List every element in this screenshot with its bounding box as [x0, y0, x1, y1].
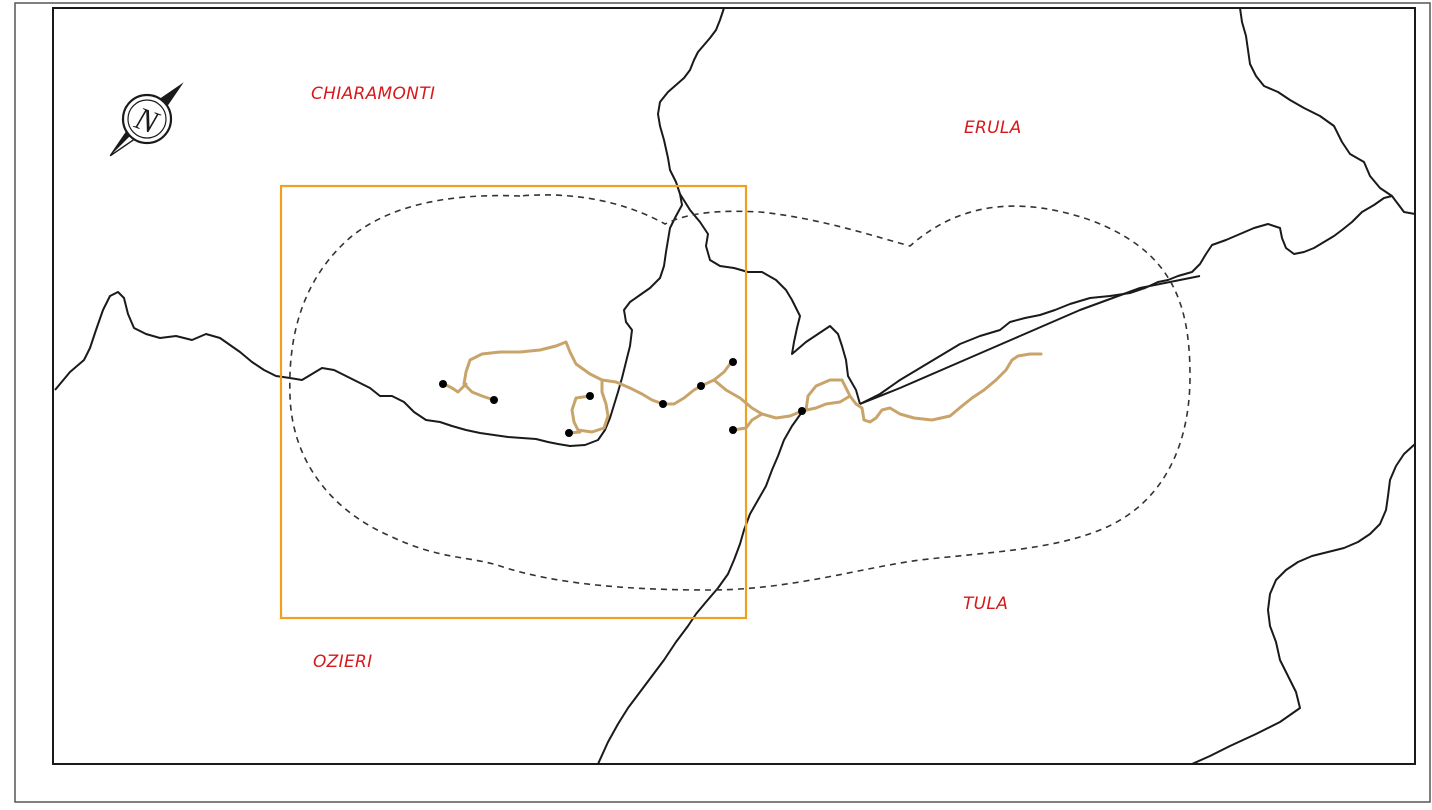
- turbine-point: [586, 392, 594, 400]
- route-east-spur: [731, 412, 764, 432]
- route-far-east: [848, 352, 1043, 424]
- map-frame: [52, 7, 1416, 765]
- turbine-point: [729, 358, 737, 366]
- route-west-branch: [462, 340, 604, 402]
- municipal-boundaries: [54, 7, 1416, 765]
- boundary-southeast: [1191, 443, 1416, 765]
- label-ozieri: OZIERI: [313, 652, 373, 672]
- turbine-point: [659, 400, 667, 408]
- north-arrow-icon: [109, 82, 184, 157]
- route-loop: [570, 378, 610, 434]
- boundary-diagonal-east: [859, 275, 1201, 405]
- page-frame: [14, 2, 1431, 803]
- turbine-point: [798, 407, 806, 415]
- label-chiaramonti: CHIARAMONTI: [311, 84, 436, 104]
- cable-route: [442, 340, 1043, 435]
- turbine-point: [565, 429, 573, 437]
- turbine-points: [439, 358, 806, 437]
- label-tula: TULA: [963, 594, 1009, 614]
- turbine-point: [439, 380, 447, 388]
- turbine-point: [697, 382, 705, 390]
- turbine-point: [729, 426, 737, 434]
- route-east: [712, 378, 852, 420]
- boundary-south-diagonal: [597, 411, 803, 765]
- route-main: [600, 360, 735, 406]
- boundary-center-north: [679, 193, 861, 405]
- label-erula: ERULA: [964, 118, 1022, 138]
- boundary-west: [54, 7, 725, 447]
- boundary-east-ridge: [859, 195, 1416, 405]
- boundary-northeast: [1239, 7, 1393, 197]
- buffer-zone-outline: [288, 194, 1191, 591]
- turbine-point: [490, 396, 498, 404]
- route-west-spur: [442, 382, 468, 394]
